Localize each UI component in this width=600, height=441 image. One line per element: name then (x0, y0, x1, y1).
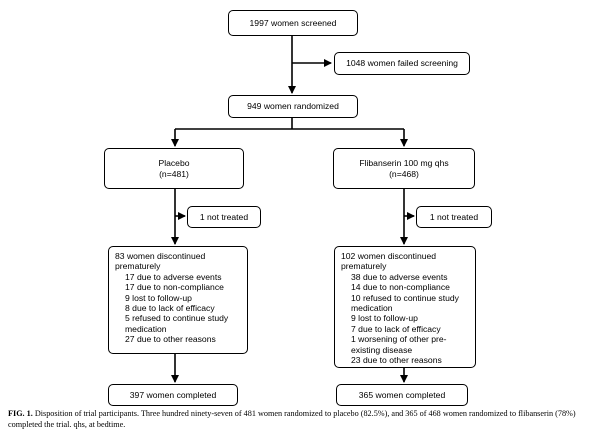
placebo-reason: 9 lost to follow-up (125, 292, 192, 303)
placebo-completed-text: 397 women completed (129, 389, 217, 400)
flibanserin-arm-box: Flibanserin 100 mg qhs (n=468) (333, 148, 475, 189)
placebo-reason: 5 refused to continue study medication (125, 313, 229, 334)
flibanserin-not-treated-box: 1 not treated (416, 206, 492, 228)
flibanserin-not-treated-text: 1 not treated (429, 211, 479, 222)
flibanserin-n: (n=468) (389, 168, 419, 179)
flibanserin-completed-text: 365 women completed (358, 389, 446, 400)
flibanserin-reason: 23 due to other reasons (351, 355, 442, 366)
flibanserin-discontinued-head: 102 women discontinued prematurely (341, 251, 437, 272)
screened-text: 1997 women screened (249, 17, 337, 28)
screened-box: 1997 women screened (228, 10, 358, 36)
figure-caption: FIG. 1. Disposition of trial participant… (8, 409, 594, 430)
placebo-reason: 17 due to non-compliance (125, 282, 224, 293)
flibanserin-reason: 9 lost to follow-up (351, 313, 418, 324)
caption-label: FIG. 1. (8, 409, 33, 418)
flibanserin-title: Flibanserin 100 mg qhs (359, 158, 449, 169)
flibanserin-completed-box: 365 women completed (336, 384, 468, 406)
caption-text: Disposition of trial participants. Three… (8, 409, 576, 429)
placebo-arm-box: Placebo (n=481) (104, 148, 244, 189)
failed-screening-box: 1048 women failed screening (334, 52, 470, 75)
placebo-reason: 17 due to adverse events (125, 271, 222, 282)
flibanserin-reason: 7 due to lack of efficacy (351, 323, 441, 334)
placebo-n: (n=481) (159, 168, 189, 179)
failed-screening-text: 1048 women failed screening (346, 58, 458, 69)
randomized-box: 949 women randomized (228, 95, 358, 118)
placebo-discontinued-box: 83 women discontinued prematurely 17 due… (108, 246, 248, 354)
placebo-not-treated-text: 1 not treated (199, 211, 249, 222)
flibanserin-reason: 38 due to adverse events (351, 271, 448, 282)
placebo-completed-box: 397 women completed (108, 384, 238, 406)
placebo-discontinued-head: 83 women discontinued prematurely (115, 251, 206, 272)
flibanserin-reason: 1 worsening of other pre-existing diseas… (351, 334, 447, 355)
placebo-reason: 27 due to other reasons (125, 334, 216, 345)
placebo-reason: 8 due to lack of efficacy (125, 303, 215, 314)
placebo-title: Placebo (158, 158, 190, 169)
placebo-not-treated-box: 1 not treated (187, 206, 261, 228)
flibanserin-reason: 10 refused to continue study medication (351, 292, 459, 314)
flibanserin-discontinued-box: 102 women discontinued prematurely 38 du… (334, 246, 476, 368)
randomized-text: 949 women randomized (247, 101, 339, 112)
flibanserin-reason: 14 due to non-compliance (351, 282, 450, 293)
